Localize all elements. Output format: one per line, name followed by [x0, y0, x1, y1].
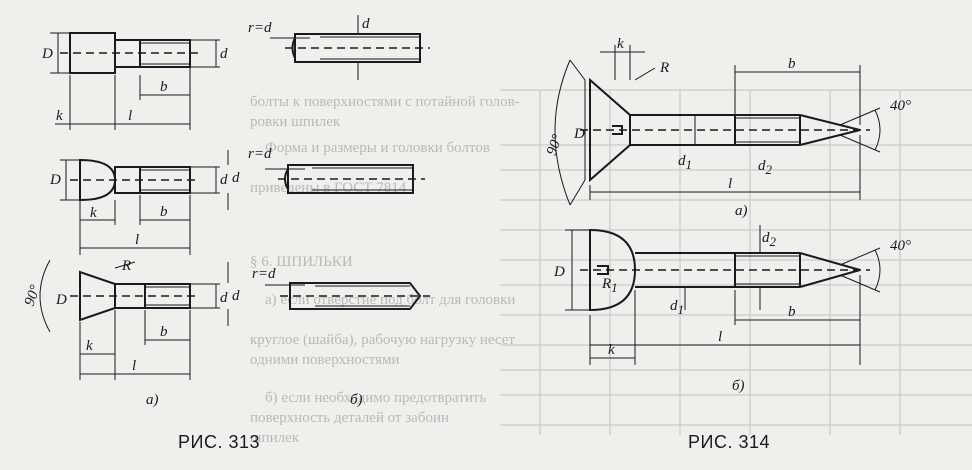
dim-D: D [573, 126, 585, 142]
dim-d: d [232, 288, 240, 304]
stud-top [270, 15, 430, 80]
figure-313: D d b l k D d b [22, 15, 430, 408]
stud-middle [227, 150, 425, 210]
angle-90: 90° [22, 283, 44, 308]
ghost-line: круглое (шайба), рабочую нагрузку несет [250, 332, 515, 348]
variant-b: б) [350, 392, 363, 408]
dim-b: b [160, 324, 168, 340]
dim-k: k [90, 205, 97, 221]
dim-R1: R1 [601, 276, 618, 295]
dim-b: b [160, 79, 168, 95]
dim-l: l [728, 176, 732, 192]
dim-D: D [41, 46, 53, 62]
ghost-table-grid [500, 89, 972, 435]
dim-d: d [220, 46, 228, 62]
ghost-line: одними поверхностями [250, 352, 400, 368]
variant-a: а) [735, 203, 748, 219]
dim-r-eq-d: r=d [248, 20, 272, 36]
angle-40: 40° [890, 98, 911, 114]
angle-90: 90° [544, 132, 566, 157]
dim-k: k [608, 342, 615, 358]
dim-l: l [128, 108, 132, 124]
variant-b: б) [732, 378, 745, 394]
dim-k: k [86, 338, 93, 354]
dim-R: R [659, 60, 669, 76]
dim-k: k [56, 108, 63, 124]
figure-314: 90° k R b 40° D d1 d2 l а) [544, 36, 911, 394]
bolt-countersunk-head [39, 259, 220, 380]
bolt-cylinder-head [50, 32, 220, 130]
dim-d1: d1 [670, 298, 684, 317]
dim-b: b [160, 204, 168, 220]
ghost-line: шпилек [250, 430, 300, 446]
variant-a: а) [146, 392, 159, 408]
dim-k: k [617, 36, 624, 52]
dim-r-eq-d: r=d [248, 146, 272, 162]
screw-round-head-conical [565, 225, 881, 365]
dim-d2: d2 [758, 158, 773, 177]
dim-R: R [121, 258, 131, 274]
dim-r-eq-d: r=d [252, 266, 276, 282]
angle-40: 40° [890, 238, 911, 254]
ghost-section: § 6. ШПИЛЬКИ [250, 254, 353, 270]
figure-314-caption: РИС. 314 [688, 432, 770, 452]
dim-d1: d1 [678, 153, 692, 172]
dim-b: b [788, 304, 796, 320]
dim-b: b [788, 56, 796, 72]
dim-l: l [718, 329, 722, 345]
ghost-line: Форма и размеры и головки болтов [265, 140, 490, 156]
dim-D: D [55, 292, 67, 308]
bolt-round-head [60, 158, 220, 255]
dim-l: l [135, 232, 139, 248]
ghost-line: ровки шпилек [250, 114, 341, 130]
stud-bottom [227, 262, 430, 326]
figure-313-caption: РИС. 313 [178, 432, 260, 452]
dim-D: D [49, 172, 61, 188]
dim-d2: d2 [762, 230, 777, 249]
ghost-line: поверхность деталей от забоин [250, 410, 449, 426]
dim-D: D [553, 264, 565, 280]
dim-d: d [220, 290, 228, 306]
screw-countersunk-conical [554, 45, 881, 206]
ghost-line: а) если отверстие под болт для головки [265, 292, 516, 308]
dim-d: d [362, 16, 370, 32]
dim-l: l [132, 358, 136, 374]
dim-d: d [232, 170, 240, 186]
dim-d: d [220, 172, 228, 188]
ghost-line: болты к поверхностями с потайной голов- [250, 94, 520, 110]
ghost-line: б) если необходимо предотвратить [265, 390, 487, 406]
